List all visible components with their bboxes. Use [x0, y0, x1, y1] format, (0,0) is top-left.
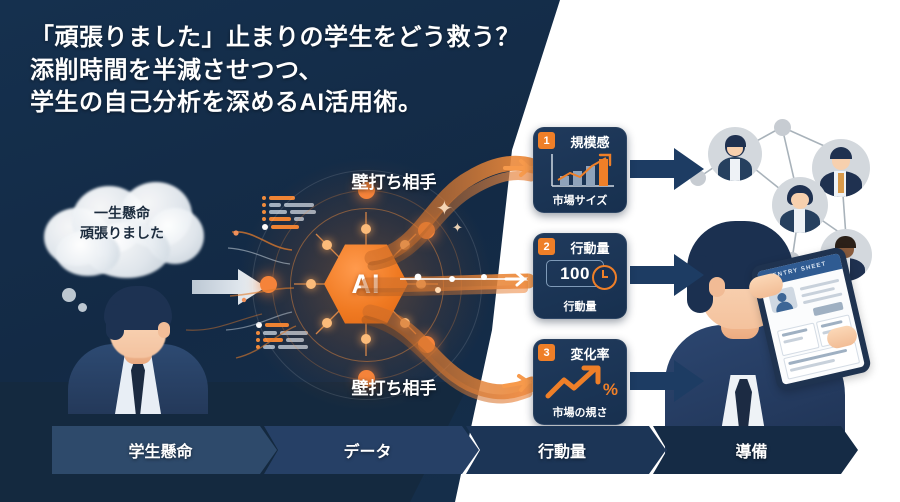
card-title: 行動量	[570, 241, 610, 256]
hub-node-small	[416, 279, 426, 289]
headline-line-1: 「頑張りました」止まりの学生をどう救う？	[30, 24, 520, 51]
hub-node-small	[322, 318, 332, 328]
card-footer: 市場サイズ	[552, 195, 608, 207]
step-4-label: 導備	[735, 444, 768, 461]
step-2[interactable]: データ	[264, 426, 479, 474]
thought-bubble: 一生懸命 頑張りました	[38, 178, 206, 282]
output-arrow-2-icon	[630, 254, 704, 296]
hub-node	[260, 276, 277, 293]
thought-line-2: 頑張りました	[80, 224, 164, 241]
hub-node-small	[400, 240, 410, 250]
bubble-dot-icon	[78, 303, 87, 312]
step-4[interactable]: 導備	[653, 426, 858, 474]
bubble-dot-icon	[62, 288, 76, 302]
card-footer: 行動量	[563, 301, 597, 313]
output-arrow-1-icon	[630, 148, 704, 190]
headline: 「頑張りました」止まりの学生をどう救う？ 添削時間を半減させつつ、 学生の自己分…	[30, 22, 550, 120]
hub-title-top: 壁打ち相手	[351, 173, 437, 192]
card-badge: 2	[538, 238, 555, 255]
hub-node	[418, 222, 435, 239]
hub-title-bottom: 壁打ち相手	[351, 379, 437, 398]
student-ear	[158, 322, 170, 338]
card-footer: 市場の規さ	[552, 407, 608, 419]
data-chip-row	[262, 196, 316, 200]
card-badge: 1	[538, 132, 555, 149]
hub-node-small	[400, 318, 410, 328]
clock-icon	[592, 265, 617, 290]
bar-chart-icon	[540, 152, 620, 190]
step-3-label: 行動量	[537, 444, 586, 461]
card-badge: 3	[538, 344, 555, 361]
percent-symbol: %	[602, 380, 618, 399]
sparkle-icon: ✦	[452, 220, 463, 235]
ai-label: AI	[351, 268, 381, 299]
metric-card-2[interactable]: 2 行動量 100 行動量	[533, 233, 627, 319]
step-3[interactable]: 行動量	[466, 426, 666, 474]
thought-line-1: 一生懸命	[94, 205, 150, 221]
metric-card-1[interactable]: 1 規模感 市場サイズ	[533, 127, 627, 213]
step-1-label: 学生懸命	[128, 444, 193, 461]
person-with-tablet: ENTRY SHEET	[665, 215, 900, 455]
cloud-puff	[56, 230, 120, 276]
hub-node-small	[322, 240, 332, 250]
thought-bubble-text: 一生懸命 頑張りました	[38, 204, 206, 244]
person-ear	[709, 277, 725, 297]
student-hair-side	[106, 304, 124, 340]
hub-node-small	[306, 279, 316, 289]
card-title: 規模感	[570, 135, 610, 150]
hub-node-small	[361, 224, 371, 234]
headline-line-3: 学生の自己分析を深めるAI活用術。	[30, 89, 423, 117]
output-arrow-3-icon	[630, 360, 704, 402]
metric-card-3[interactable]: 3 変化率 % 市場の規さ	[533, 339, 627, 425]
step-1[interactable]: 学生懸命	[52, 426, 277, 474]
hub-node	[418, 336, 435, 353]
avatar-3	[772, 177, 828, 233]
network-node	[774, 119, 791, 136]
step-2-label: データ	[343, 444, 392, 461]
headline-line-2: 添削時間を半減させつつ、	[30, 56, 324, 84]
people-network	[660, 105, 900, 335]
process-steps: 学生懸命 データ 行動量 導備	[52, 426, 845, 474]
student-tie	[131, 358, 145, 414]
trend-arrow-icon	[540, 364, 620, 402]
avatar-1	[708, 127, 762, 181]
student-figure	[62, 282, 214, 414]
tablet-button[interactable]	[812, 301, 844, 317]
sparkle-icon: ✦	[436, 198, 453, 220]
ai-hub: AI	[234, 152, 498, 416]
person-hair-side	[687, 255, 713, 313]
hub-node-small	[361, 334, 371, 344]
card-title: 変化率	[570, 347, 610, 362]
